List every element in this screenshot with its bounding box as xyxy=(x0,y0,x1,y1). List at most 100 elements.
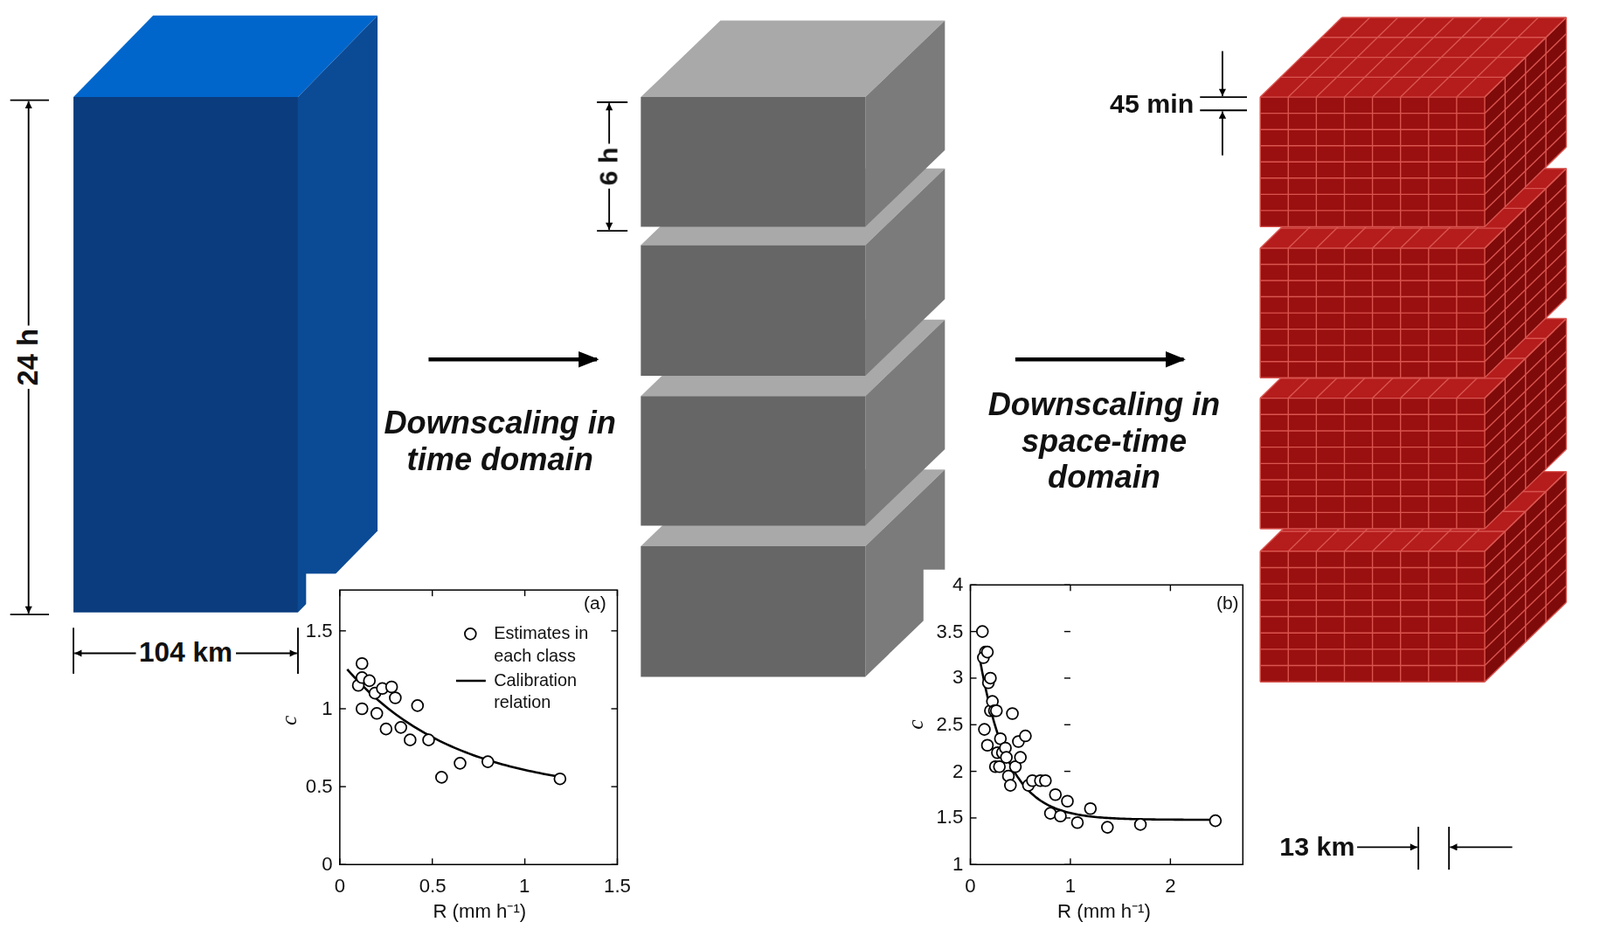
grid-line xyxy=(1565,17,1567,147)
red-slab-front xyxy=(1260,96,1485,227)
red-slab-side xyxy=(1484,17,1566,227)
dimension-label: 13 km xyxy=(1279,831,1355,863)
tick-mark xyxy=(524,589,526,596)
chart-panel xyxy=(305,573,635,929)
tick-mark xyxy=(610,785,617,787)
tick-mark xyxy=(970,584,977,586)
tick-mark xyxy=(970,630,977,632)
grid-line xyxy=(1260,414,1485,416)
grid-line xyxy=(1260,512,1485,513)
grid-line xyxy=(1260,567,1485,568)
grid-line xyxy=(1260,429,1485,431)
tick-label: 1 xyxy=(321,697,333,721)
blue-cube-side xyxy=(297,15,378,613)
estimate-point xyxy=(1000,751,1012,763)
estimate-point xyxy=(386,681,398,693)
red-slab-front xyxy=(1260,398,1485,529)
tick-mark xyxy=(1064,770,1071,772)
grid-line xyxy=(1260,397,1485,399)
estimate-point xyxy=(1061,795,1074,807)
dimension-arrow xyxy=(1449,845,1512,848)
tick-mark xyxy=(339,589,340,596)
grid-line xyxy=(1260,446,1485,448)
grid-line xyxy=(1544,338,1546,469)
inset-chart xyxy=(305,573,635,929)
extension-line xyxy=(1447,826,1450,870)
extension-line xyxy=(72,627,75,674)
grid-line xyxy=(1260,145,1485,146)
grid-line xyxy=(1260,495,1485,497)
tick-mark xyxy=(970,677,977,679)
dimension-arrow xyxy=(1221,110,1224,155)
grid-line xyxy=(1544,188,1546,319)
tick-label: 3.5 xyxy=(935,620,963,644)
estimate-point xyxy=(982,646,994,659)
estimate-point xyxy=(363,674,375,686)
estimate-point xyxy=(984,672,997,685)
tick-label: 0.5 xyxy=(305,775,333,798)
estimate-point xyxy=(990,705,1003,717)
tick-mark xyxy=(970,817,977,818)
grid-line xyxy=(1260,279,1485,281)
grid-line xyxy=(1260,463,1485,465)
plot-frame xyxy=(339,589,618,865)
estimate-point xyxy=(1004,779,1017,791)
red-slab-front xyxy=(1260,248,1485,378)
grid-line xyxy=(1260,344,1485,346)
grid-line xyxy=(1260,177,1485,179)
grid-line xyxy=(1524,57,1526,188)
estimate-point xyxy=(1101,821,1114,833)
tick-label: 2 xyxy=(952,760,963,783)
grid-line xyxy=(1260,616,1485,617)
tick-mark xyxy=(339,858,340,865)
tick-mark xyxy=(339,864,347,866)
tick-label: 1.5 xyxy=(935,806,963,830)
extension-line xyxy=(297,627,299,674)
grid-line xyxy=(1524,207,1526,338)
inset-chart xyxy=(923,569,1256,929)
estimate-point xyxy=(1049,789,1061,801)
legend-text: Calibration relation xyxy=(493,669,609,715)
tick-mark xyxy=(969,584,971,591)
grid-line xyxy=(1565,318,1567,450)
tick-mark xyxy=(970,770,977,772)
grey-slab-front xyxy=(640,546,866,677)
inset-charts xyxy=(305,569,1255,929)
estimate-point xyxy=(1039,775,1052,787)
tick-label: 1.5 xyxy=(603,874,631,898)
tick-mark xyxy=(1170,858,1171,865)
plot-frame xyxy=(970,584,1244,865)
legend-line xyxy=(456,679,486,683)
grid-line xyxy=(1281,227,1506,229)
process-arrow xyxy=(428,357,597,362)
legend-marker xyxy=(464,628,477,640)
grey-slab-side xyxy=(865,20,945,228)
tick-mark xyxy=(1064,630,1071,632)
estimate-point xyxy=(436,771,448,783)
tick-label: 0 xyxy=(964,874,976,898)
grid-line xyxy=(1260,648,1485,650)
cubes xyxy=(73,15,1566,683)
grid-line xyxy=(1281,530,1506,532)
grid-line xyxy=(1565,168,1567,298)
grid-line xyxy=(1260,664,1485,666)
grid-line xyxy=(1260,112,1485,114)
grid-line xyxy=(1260,247,1485,249)
tick-label: 1 xyxy=(952,852,963,876)
tick-mark xyxy=(970,724,977,726)
tick-mark xyxy=(339,630,347,631)
estimate-point xyxy=(976,625,989,638)
grid-line xyxy=(1504,531,1506,662)
chart-panel xyxy=(923,569,1256,929)
tick-label: R (mm h⁻¹) xyxy=(1057,900,1151,923)
tick-label: 0.5 xyxy=(419,874,447,898)
grid-line xyxy=(1260,296,1485,298)
extension-line xyxy=(596,229,628,232)
tick-mark xyxy=(1064,864,1071,866)
extension-line xyxy=(10,99,49,102)
panel-letter: (a) xyxy=(583,592,607,614)
estimate-point xyxy=(389,692,402,704)
tick-label: 1 xyxy=(519,874,530,898)
